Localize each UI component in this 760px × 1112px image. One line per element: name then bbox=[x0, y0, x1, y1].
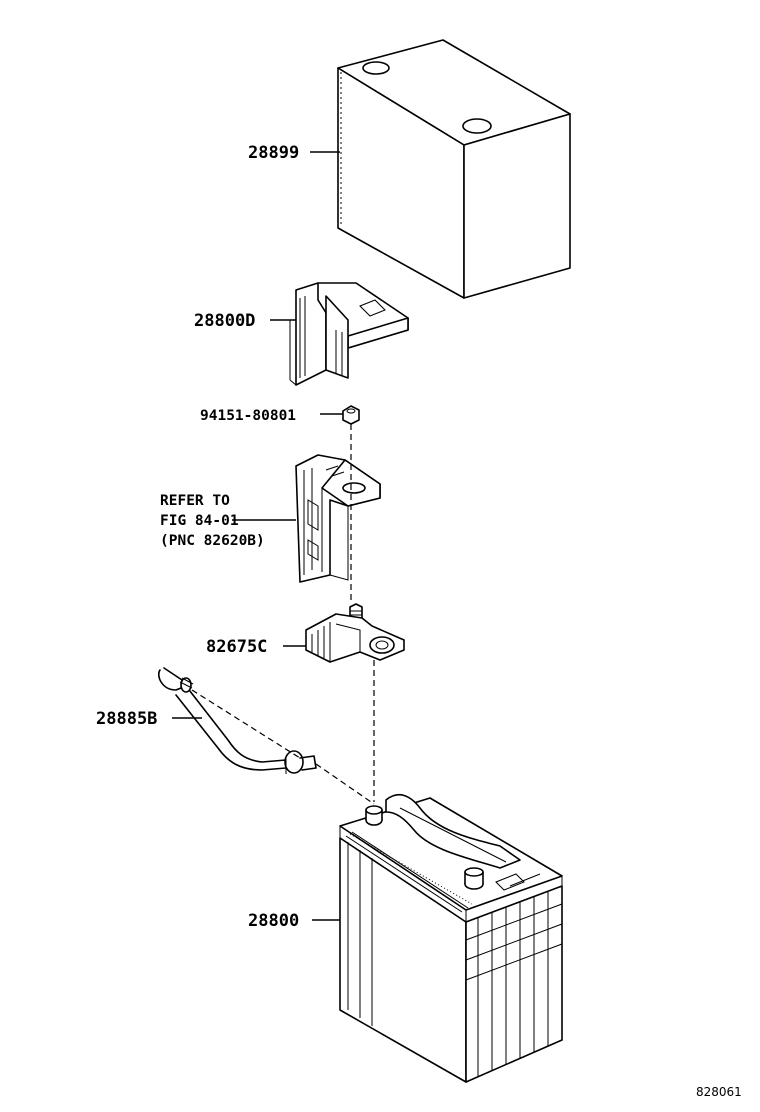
label-battery: 28800 bbox=[248, 911, 299, 931]
label-nut: 94151-80801 bbox=[200, 408, 296, 424]
label-insulator: 28899 bbox=[248, 143, 299, 163]
label-reference-line2: FIG 84-01 bbox=[160, 513, 239, 529]
assembly-lines bbox=[191, 424, 375, 805]
fuse-block bbox=[295, 454, 381, 583]
label-cable: 28885B bbox=[96, 709, 157, 729]
label-reference-line1: REFER TO bbox=[160, 493, 230, 509]
terminal-clamp bbox=[305, 603, 405, 663]
battery bbox=[339, 793, 563, 1083]
label-reference-line3: (PNC 82620B) bbox=[160, 533, 265, 549]
leader-lines bbox=[172, 151, 343, 921]
label-clamp: 82675C bbox=[206, 637, 267, 657]
terminal-cover bbox=[289, 282, 409, 386]
battery-insulator bbox=[337, 39, 571, 299]
label-terminal-cover: 28800D bbox=[194, 311, 255, 331]
nut bbox=[342, 405, 360, 425]
diagram-code: 828061 bbox=[696, 1085, 742, 1099]
negative-cable bbox=[158, 667, 317, 774]
